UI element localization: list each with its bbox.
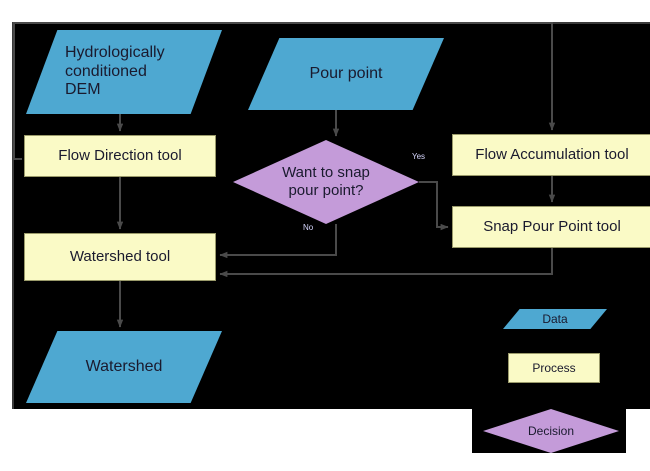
- node-snap-pour-point-tool[interactable]: Snap Pour Point tool: [452, 206, 650, 248]
- legend-label: Process: [532, 360, 576, 375]
- node-flow-direction-tool[interactable]: Flow Direction tool: [24, 135, 216, 177]
- node-label: Hydrologically conditioned DEM: [65, 43, 165, 99]
- legend-item-data: Data: [503, 309, 607, 329]
- node-label: Want to snap pour point?: [282, 164, 370, 199]
- legend-item-process: Process: [508, 353, 600, 383]
- node-watershed[interactable]: Watershed: [26, 331, 222, 403]
- node-hydrologically-conditioned-dem[interactable]: Hydrologically conditioned DEM: [26, 30, 222, 114]
- node-label: Flow Direction tool: [58, 147, 182, 165]
- node-watershed-tool[interactable]: Watershed tool: [24, 233, 216, 281]
- node-label: Watershed tool: [69, 248, 171, 266]
- node-pour-point[interactable]: Pour point: [248, 38, 444, 110]
- legend-label: Data: [542, 311, 568, 326]
- node-label: Pour point: [309, 64, 383, 82]
- node-label: Flow Accumulation tool: [475, 146, 629, 164]
- node-label: Snap Pour Point tool: [483, 218, 621, 236]
- legend-label: Decision: [527, 423, 575, 438]
- node-label: Watershed: [85, 357, 163, 375]
- edge-label-no: No: [303, 223, 314, 232]
- node-flow-accumulation-tool[interactable]: Flow Accumulation tool: [452, 134, 650, 176]
- edge-label-yes: Yes: [412, 152, 426, 161]
